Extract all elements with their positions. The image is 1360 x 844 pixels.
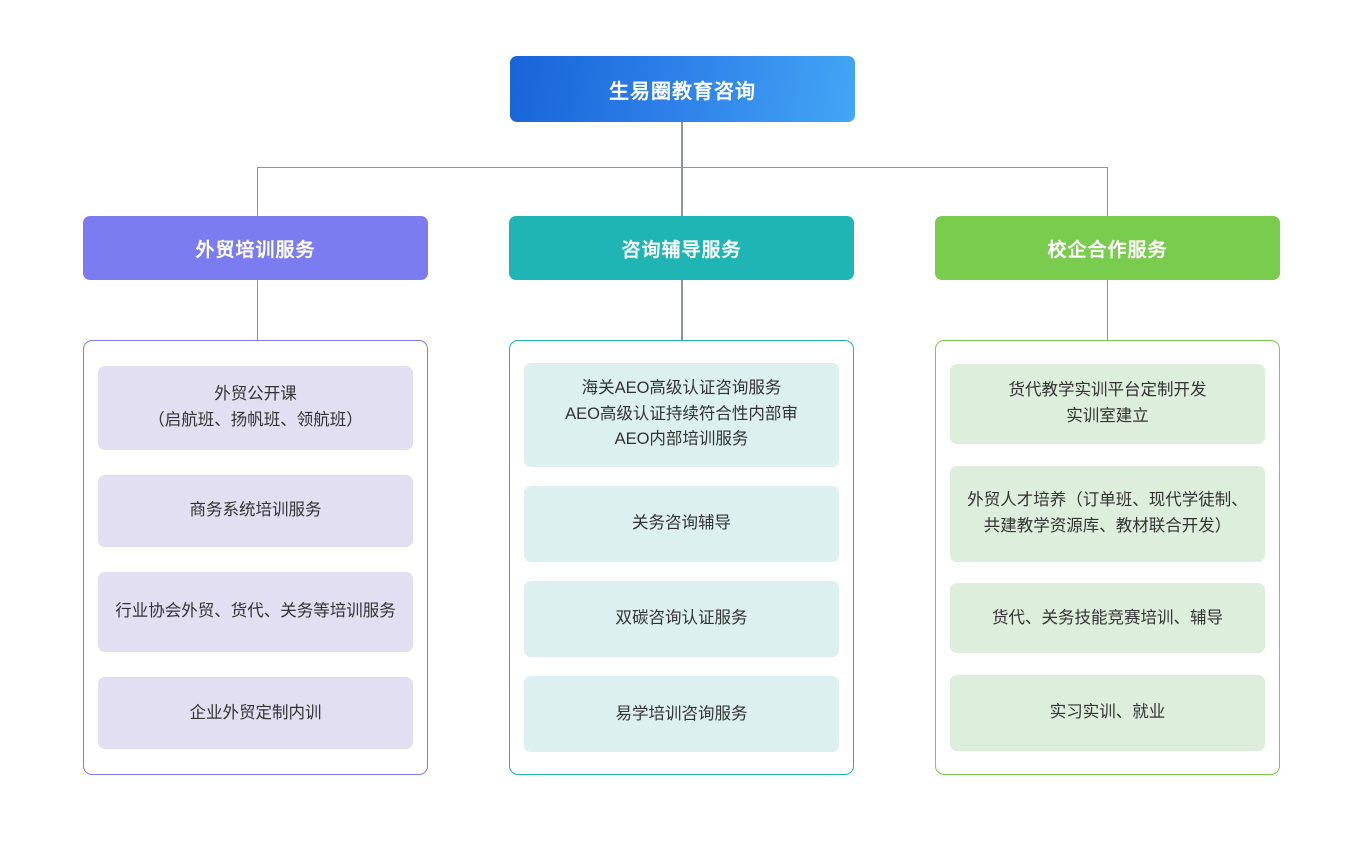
branch-list-zixun-fudao: 海关AEO高级认证咨询服务 AEO高级认证持续符合性内部审 AEO内部培训服务 … — [509, 340, 854, 775]
list-item[interactable]: 海关AEO高级认证咨询服务 AEO高级认证持续符合性内部审 AEO内部培训服务 — [524, 362, 839, 467]
connector-root-stem — [681, 122, 683, 168]
branch-list-xiaoqi-hezuo: 货代教学实训平台定制开发 实训室建立 外贸人才培养（订单班、现代学徒制、共建教学… — [935, 340, 1280, 775]
connector-header-to-list-1 — [256, 280, 259, 340]
list-item[interactable]: 货代、关务技能竞赛培训、辅导 — [950, 583, 1265, 654]
list-item[interactable]: 外贸公开课 （启航班、扬帆班、领航班） — [98, 365, 413, 450]
branch-list-waimao-peixun: 外贸公开课 （启航班、扬帆班、领航班） 商务系统培训服务 行业协会外贸、货代、关… — [83, 340, 428, 775]
list-item[interactable]: 商务系统培训服务 — [98, 474, 413, 547]
connector-drop-branch-1 — [256, 166, 259, 217]
branch-header-waimao-peixun[interactable]: 外贸培训服务 — [83, 216, 428, 280]
root-node[interactable]: 生易圈教育咨询 — [510, 56, 855, 122]
connector-drop-branch-3 — [1106, 166, 1109, 217]
list-item[interactable]: 企业外贸定制内训 — [98, 677, 413, 750]
list-item[interactable]: 外贸人才培养（订单班、现代学徒制、共建教学资源库、教材联合开发） — [950, 465, 1265, 562]
branch-header-zixun-fudao[interactable]: 咨询辅导服务 — [509, 216, 854, 280]
connector-header-to-list-3 — [1106, 280, 1109, 340]
branch-header-xiaoqi-hezuo[interactable]: 校企合作服务 — [935, 216, 1280, 280]
list-item[interactable]: 易学培训咨询服务 — [524, 676, 839, 753]
list-item[interactable]: 双碳咨询认证服务 — [524, 581, 839, 658]
connector-drop-branch-2 — [681, 166, 683, 217]
connector-header-to-list-2 — [681, 280, 683, 340]
list-item[interactable]: 实习实训、就业 — [950, 675, 1265, 752]
list-item[interactable]: 货代教学实训平台定制开发 实训室建立 — [950, 363, 1265, 444]
list-item[interactable]: 关务咨询辅导 — [524, 485, 839, 562]
list-item[interactable]: 行业协会外贸、货代、关务等培训服务 — [98, 572, 413, 653]
